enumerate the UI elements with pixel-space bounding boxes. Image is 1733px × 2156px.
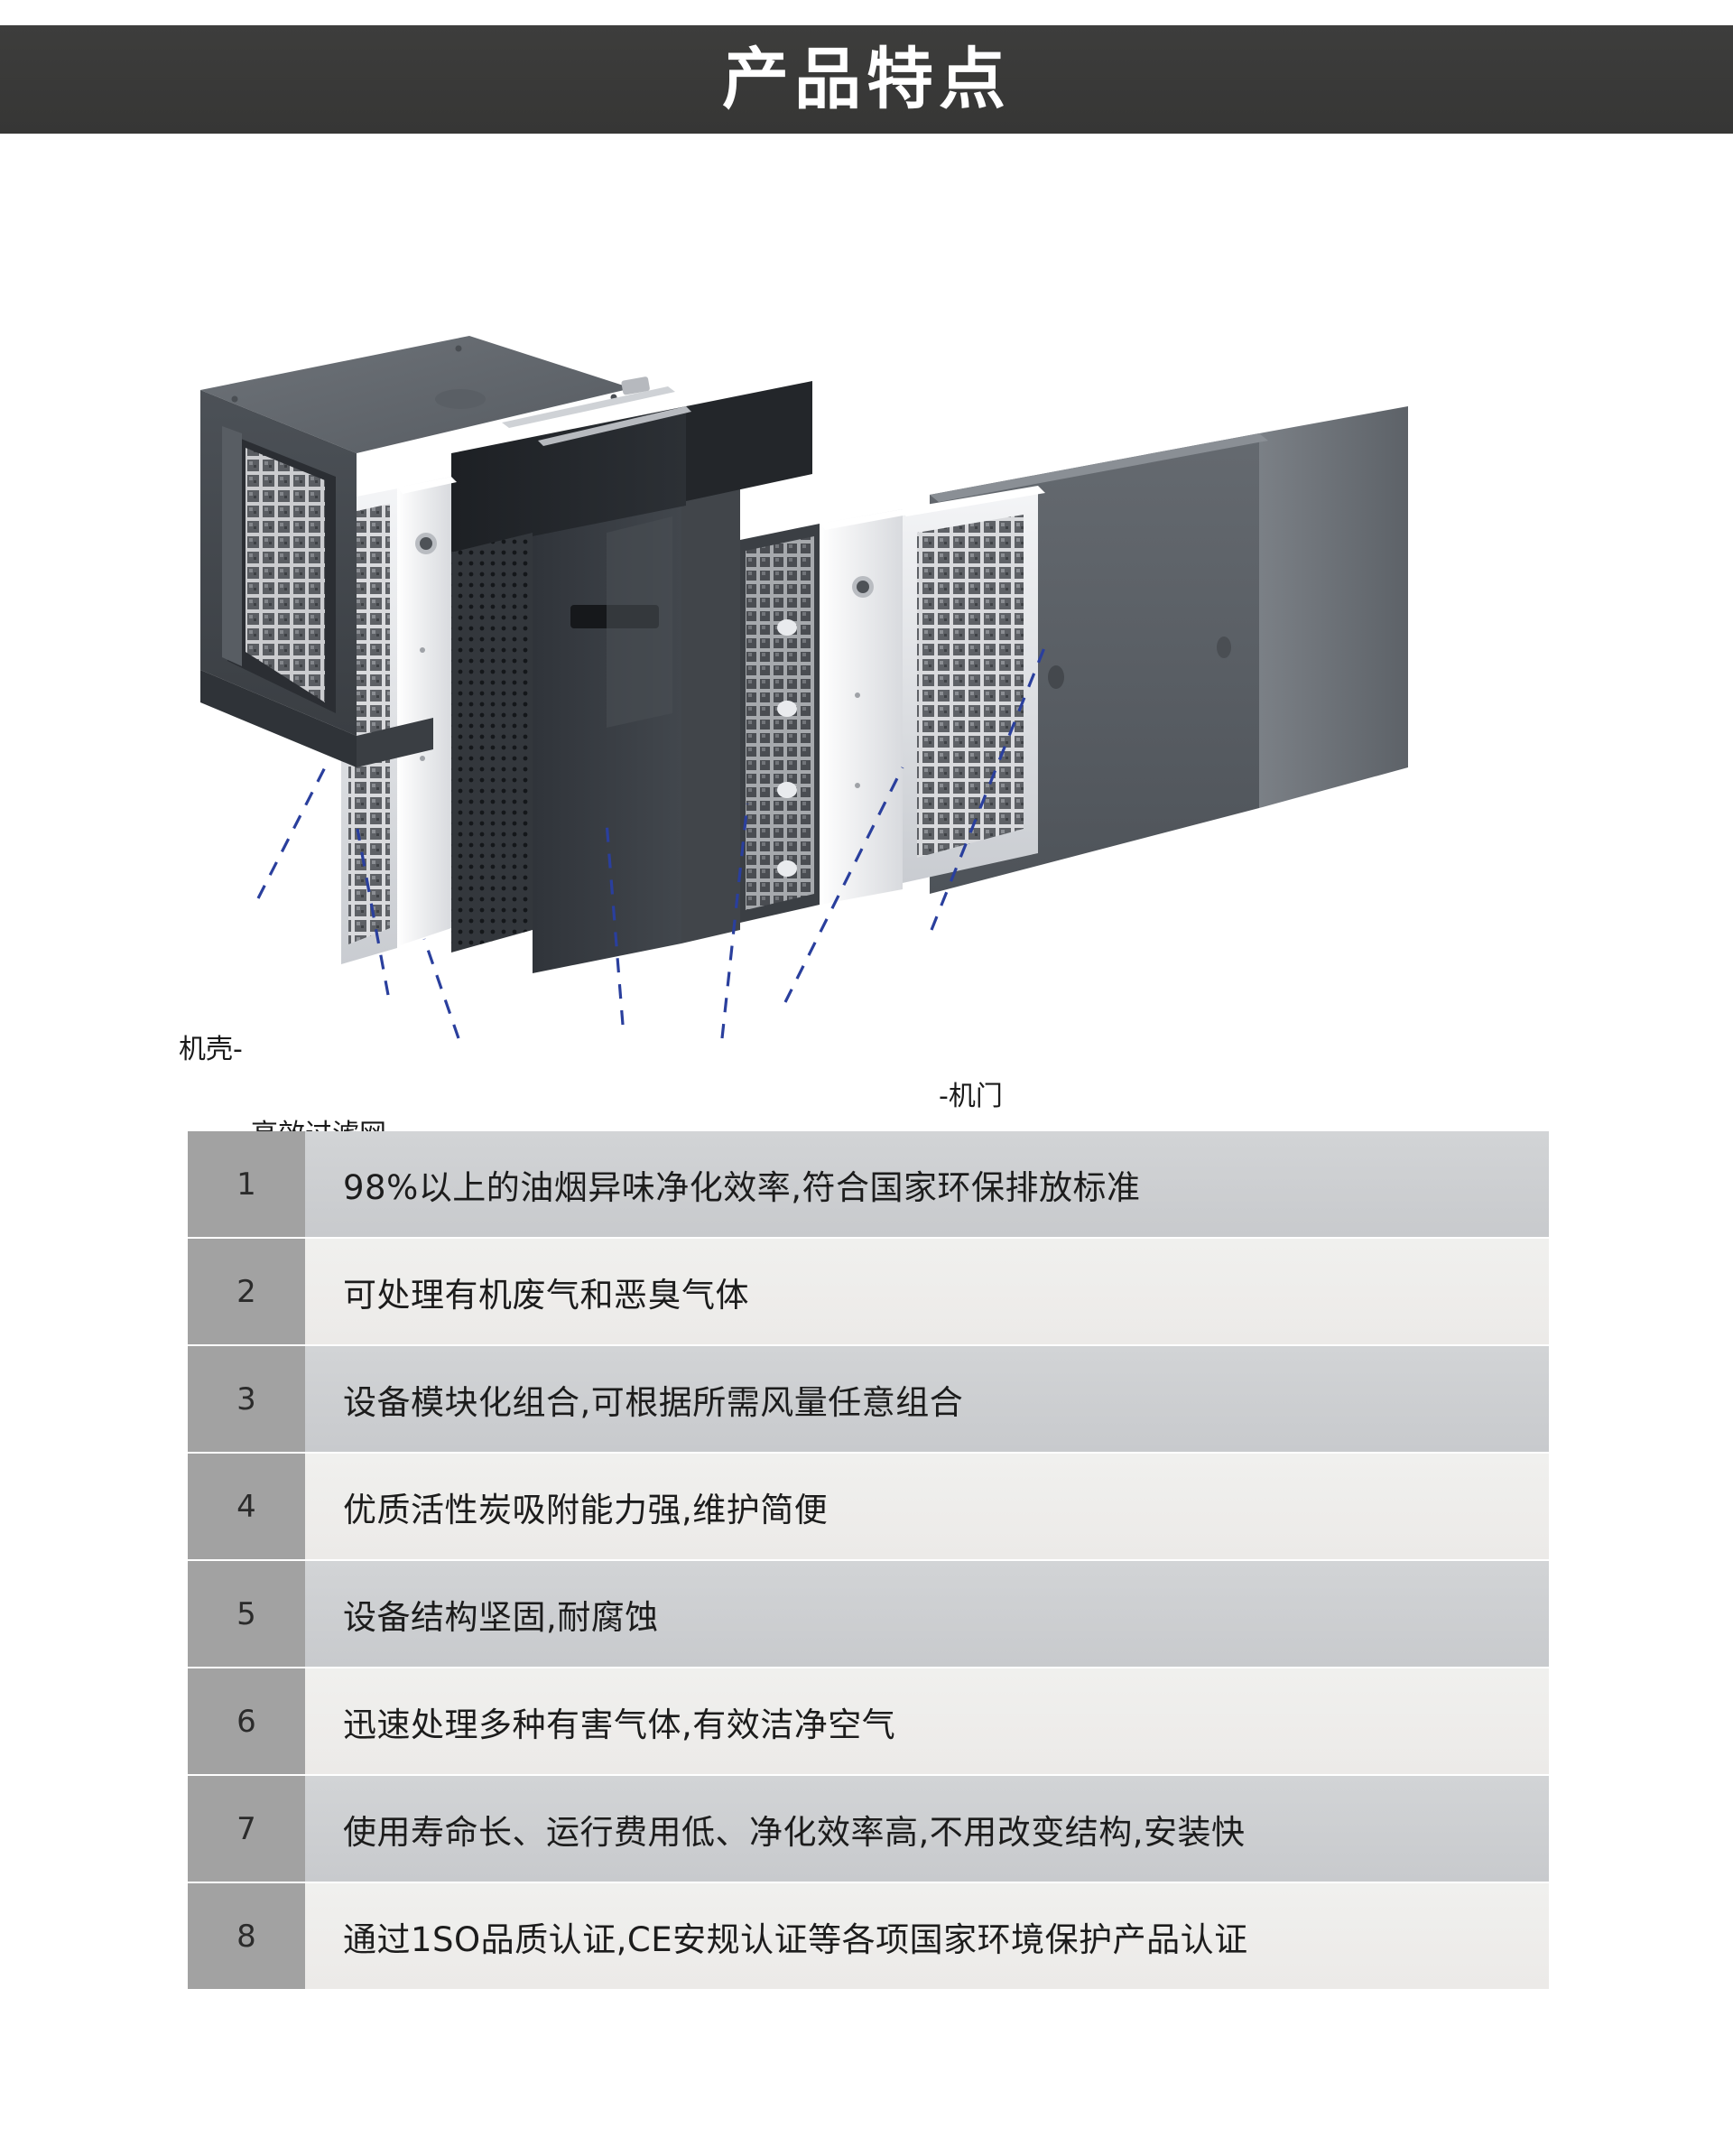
- callout-dash: ‑: [233, 1034, 243, 1065]
- row-text: 可处理有机废气和恶臭气体: [305, 1239, 1549, 1344]
- table-row: 4 优质活性炭吸附能力强,维护简便: [188, 1454, 1549, 1559]
- row-text: 优质活性炭吸附能力强,维护简便: [305, 1454, 1549, 1559]
- activated-carbon-box: [533, 433, 740, 973]
- table-row: 5 设备结构坚固,耐腐蚀: [188, 1561, 1549, 1667]
- table-row: 1 98%以上的油烟异味净化效率,符合国家环保排放标准: [188, 1131, 1549, 1237]
- row-number: 4: [188, 1454, 305, 1559]
- callout-door-label: 机门: [948, 1081, 1003, 1112]
- leader-uv-left: [422, 938, 460, 1039]
- row-number: 8: [188, 1883, 305, 1989]
- product-exploded-figure: 机壳‑ 高效过滤网‑ UV除味器‑ 活性碳除味箱‑ UV除味器 ‑ ‑ 高效过滤…: [0, 135, 1733, 1199]
- row-number: 1: [188, 1131, 305, 1237]
- callout-dash: ‑: [939, 1081, 949, 1112]
- leader-hepa-left: [356, 828, 390, 996]
- table-row: 2 可处理有机废气和恶臭气体: [188, 1239, 1549, 1344]
- hepa-filter-right: [899, 486, 1045, 883]
- row-number: 3: [188, 1346, 305, 1452]
- row-number: 5: [188, 1561, 305, 1667]
- machine-casing: [200, 336, 650, 767]
- row-text: 迅速处理多种有害气体,有效洁净空气: [305, 1668, 1549, 1774]
- filter-rails: [502, 386, 691, 446]
- product-illustration: [200, 336, 1408, 1039]
- table-row: 3 设备模块化组合,可根据所需风量任意组合: [188, 1346, 1549, 1452]
- leader-carbon-box: [605, 821, 625, 1026]
- row-number: 6: [188, 1668, 305, 1774]
- leader-uv-right: [720, 803, 749, 1039]
- row-number: 7: [188, 1776, 305, 1882]
- page-header-banner: 产品特点: [0, 25, 1733, 134]
- callout-door: ‑机门: [939, 1083, 1003, 1111]
- uv-lamp-rack-right: [740, 524, 820, 923]
- table-row: 7 使用寿命长、运行费用低、净化效率高,不用改变结构,安装快: [188, 1776, 1549, 1882]
- perforated-inner-wall: [451, 533, 533, 953]
- table-row: 6 迅速处理多种有害气体,有效洁净空气: [188, 1668, 1549, 1774]
- table-row: 8 通过1SO品质认证,CE安规认证等各项国家环境保护产品认证: [188, 1883, 1549, 1989]
- callout-casing-label: 机壳: [179, 1034, 233, 1065]
- feature-table: 1 98%以上的油烟异味净化效率,符合国家环保排放标准 2 可处理有机废气和恶臭…: [188, 1131, 1549, 1991]
- leader-casing: [256, 767, 327, 899]
- page-title: 产品特点: [722, 41, 1011, 118]
- callout-casing: 机壳‑: [179, 1036, 243, 1064]
- inner-cavity: [451, 381, 812, 553]
- row-number: 2: [188, 1239, 305, 1344]
- leader-lines: [256, 640, 1049, 1039]
- row-text: 设备模块化组合,可根据所需风量任意组合: [305, 1346, 1549, 1452]
- row-text: 通过1SO品质认证,CE安规认证等各项国家环境保护产品认证: [305, 1883, 1549, 1989]
- row-text: 设备结构坚固,耐腐蚀: [305, 1561, 1549, 1667]
- uv-deodorizer-left: [397, 477, 457, 946]
- uv-deodorizer-right: [820, 509, 908, 905]
- leader-hepa-right: [783, 767, 904, 1003]
- row-text: 使用寿命长、运行费用低、净化效率高,不用改变结构,安装快: [305, 1776, 1549, 1882]
- row-text: 98%以上的油烟异味净化效率,符合国家环保排放标准: [305, 1131, 1549, 1237]
